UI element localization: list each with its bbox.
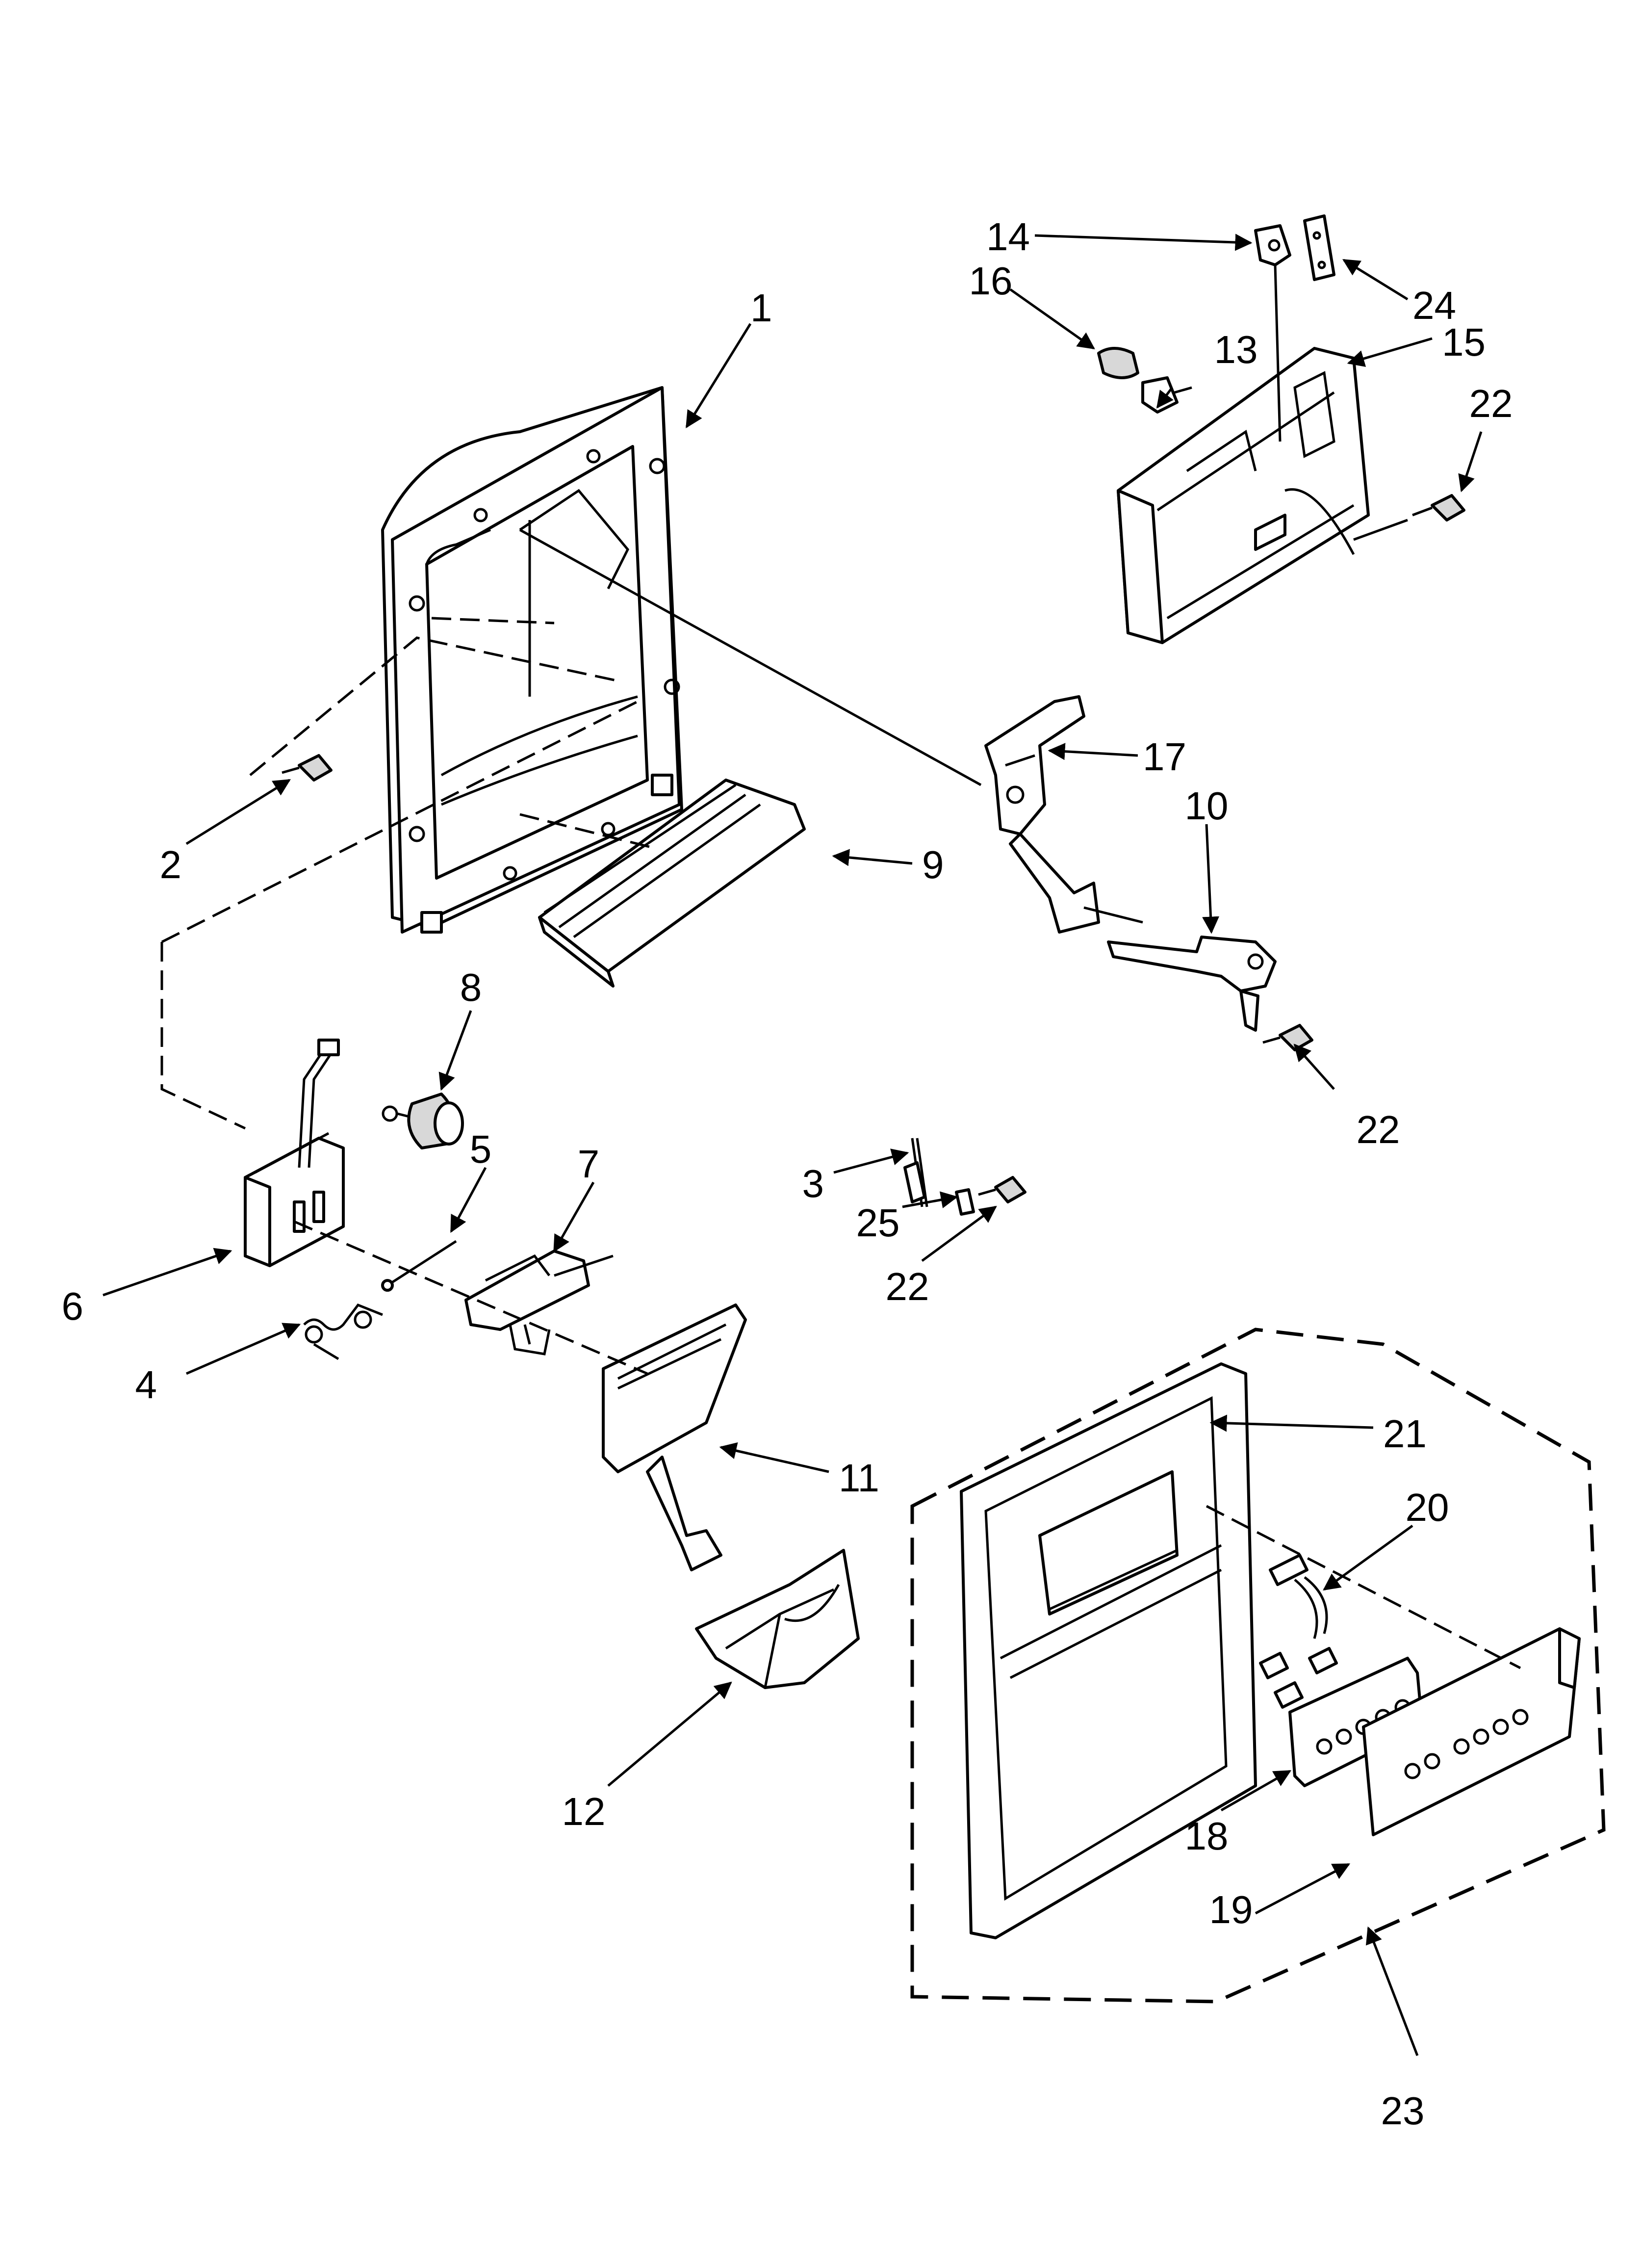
part-4-spring: [303, 1303, 383, 1360]
part-17-actuator-arm: [984, 695, 1100, 934]
callout-15: 15: [1442, 320, 1486, 364]
part-24-shield: [1303, 214, 1335, 281]
part-23-assembly-outline: [910, 1328, 1606, 2004]
part-22-screw-upper: [1412, 494, 1465, 521]
part-16-lamp-bulb: [1097, 347, 1139, 379]
callout-2: 2: [160, 843, 182, 886]
callout-22-upper: 22: [1469, 382, 1513, 425]
part-6-motor-housing: [244, 1039, 345, 1267]
part-5-pin: [381, 1240, 457, 1292]
callout-12: 12: [562, 1790, 606, 1833]
part-11-ice-paddle: [602, 1303, 747, 1571]
assembly-lines: [160, 519, 1521, 1669]
callout-7: 7: [578, 1142, 600, 1186]
callout-11: 11: [839, 1456, 879, 1500]
callout-19: 19: [1209, 1888, 1253, 1931]
part-22-screw-lower: [978, 1176, 1026, 1203]
callout-18: 18: [1185, 1814, 1229, 1858]
part-21-front-panel: [960, 1362, 1257, 1939]
callout-14: 14: [986, 215, 1030, 259]
part-2-screw: [282, 754, 333, 782]
part-8-solenoid: [382, 1093, 464, 1149]
part-19-control-overlay: [1362, 1627, 1581, 1836]
callout-25: 25: [856, 1201, 900, 1245]
callout-5: 5: [470, 1127, 492, 1171]
callout-13: 13: [1214, 328, 1258, 371]
callout-20: 20: [1406, 1486, 1449, 1529]
part-22-screw-middle: [1262, 1024, 1313, 1051]
callout-16: 16: [969, 259, 1013, 303]
callout-8: 8: [460, 965, 482, 1009]
callout-1: 1: [750, 286, 772, 330]
callout-23: 23: [1381, 2089, 1425, 2133]
callout-24: 24: [1412, 284, 1456, 327]
callout-3: 3: [802, 1162, 824, 1205]
part-25-insulator: [955, 1188, 975, 1216]
part-12-ice-cup: [695, 1549, 860, 1689]
callout-10: 10: [1185, 784, 1229, 828]
callout-6: 6: [62, 1284, 84, 1328]
part-9-drip-tray: [538, 779, 806, 988]
callout-leaders: [103, 234, 1483, 2056]
callout-22-middle: 22: [1357, 1108, 1400, 1151]
part-3-spring-clip: [903, 1138, 928, 1207]
part-20-wire-harness: [1259, 1554, 1338, 1709]
part-14-switch: [1254, 224, 1291, 442]
part-7-flap-hinge: [464, 1250, 614, 1356]
part-15-upper-bracket: [1117, 347, 1370, 644]
callout-22-lower: 22: [886, 1265, 929, 1308]
callout-4: 4: [135, 1363, 157, 1407]
callout-9: 9: [922, 843, 944, 886]
part-10-lever: [1107, 936, 1277, 1032]
callout-17: 17: [1143, 735, 1186, 779]
callout-21: 21: [1383, 1412, 1427, 1456]
callout-labels: 1 2 3 4 5 6 7 8 9 10 11 12 13 14 15 16 1…: [62, 215, 1513, 2133]
